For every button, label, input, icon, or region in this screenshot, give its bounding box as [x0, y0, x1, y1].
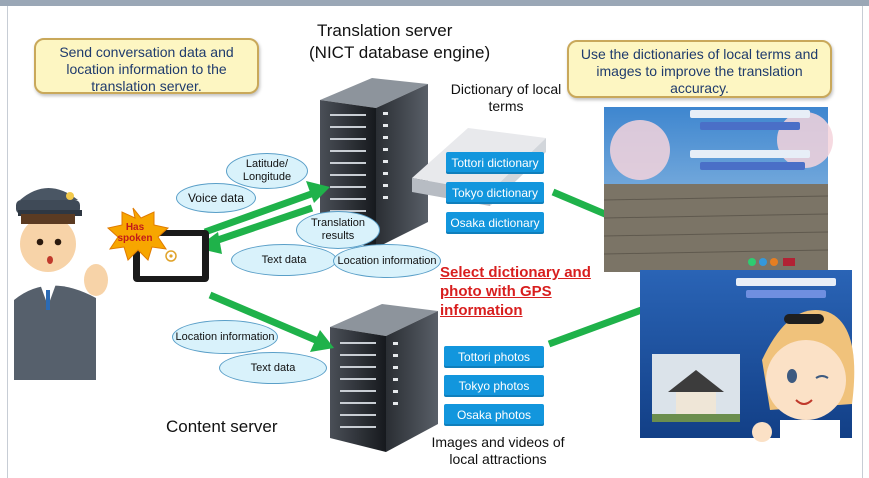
dictionary-tag-tottori[interactable]: Tottori dictionary: [446, 152, 544, 174]
location-lower-bubble: Location information: [172, 320, 278, 354]
has-spoken-label: Has spoken: [117, 222, 153, 244]
photo-tag-osaka[interactable]: Osaka photos: [444, 404, 544, 426]
voice-data-bubble: Voice data: [176, 183, 256, 213]
dictionary-caption: Dictionary of local terms: [450, 81, 562, 114]
translation-server-subtitle: (NICT database engine): [309, 43, 491, 62]
station-staff-icon: [14, 188, 108, 380]
send-data-callout: Send conversation data and location info…: [34, 38, 259, 94]
translation-server-title: Translation server: [317, 21, 453, 40]
use-dictionaries-callout: Use the dictionaries of local terms and …: [567, 40, 832, 98]
photo-tag-tokyo[interactable]: Tokyo photos: [444, 375, 544, 397]
dictionary-tag-osaka[interactable]: Osaka dictionary: [446, 212, 544, 234]
content-server-title: Content server: [166, 417, 278, 436]
select-dictionary-photo-text: Select dictionary and photo with GPS inf…: [440, 264, 591, 319]
location-upper-bubble: Location information: [333, 244, 441, 278]
photo-tag-tottori[interactable]: Tottori photos: [444, 346, 544, 368]
text-data-upper-bubble: Text data: [231, 244, 337, 276]
frame-left-rule: [7, 6, 8, 478]
latitude-longitude-bubble: Latitude/ Longitude: [226, 153, 308, 189]
arrow-to-translation-server-icon: [203, 181, 330, 236]
tourist-icon: [752, 310, 855, 470]
arrow-to-content-server-icon: [208, 291, 334, 352]
frame-right-rule: [862, 6, 863, 478]
content-server-rack-icon: [330, 304, 438, 452]
translation-results-bubble: Translation results: [296, 211, 380, 249]
has-spoken-starburst-icon: [106, 207, 170, 261]
dictionary-tag-tokyo[interactable]: Tokyo dictionary: [446, 182, 544, 204]
text-data-lower-bubble: Text data: [219, 352, 327, 384]
top-rule: [0, 0, 869, 6]
media-caption: Images and videos of local attractions: [431, 434, 565, 467]
castle-photo-icon: [603, 107, 833, 272]
